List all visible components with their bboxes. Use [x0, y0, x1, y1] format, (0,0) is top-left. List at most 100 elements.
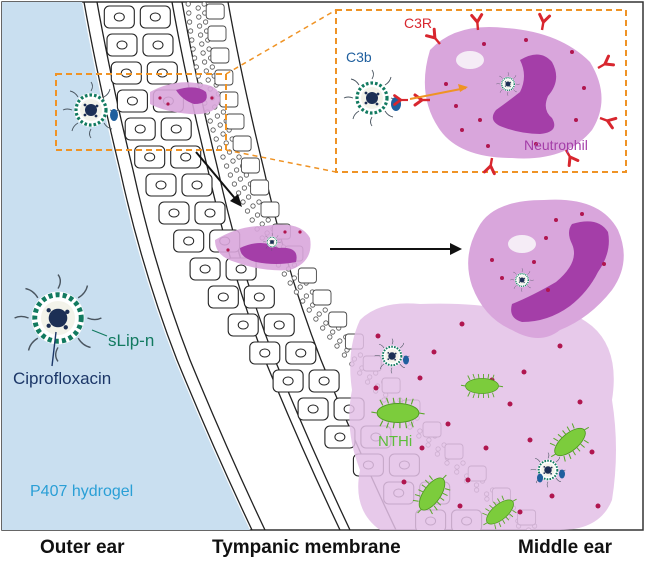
cell-nucleus [199, 264, 211, 274]
tissue-dot [217, 122, 223, 128]
mucosal-cell [328, 311, 348, 328]
epithelial-cell [308, 369, 340, 393]
middle-ear-neutrophil [468, 199, 624, 338]
tissue-dot [320, 325, 326, 331]
migrating-neutrophil-top [150, 82, 221, 115]
cell-nucleus [116, 40, 128, 50]
cell-nucleus [155, 180, 167, 190]
migration-arrow [195, 151, 242, 207]
cell-nucleus [318, 376, 330, 386]
tissue-dot [207, 118, 213, 124]
tissue-dot [243, 172, 249, 178]
epithelial-cell [285, 341, 317, 365]
cell-nucleus [144, 152, 156, 162]
epithelial-cell [263, 313, 295, 337]
to-middle-ear-arrow [330, 243, 462, 255]
tissue-dot [334, 343, 340, 349]
mucosal-cell [297, 267, 317, 284]
migrating-neutrophil-middle [215, 224, 311, 271]
epithelial-cell [243, 285, 275, 309]
epithelial-cell [189, 257, 221, 281]
tympanic-membrane-label: Tympanic membrane [212, 537, 401, 558]
tissue-dot [249, 217, 255, 223]
epithelial-cell [297, 397, 329, 421]
tissue-dot [330, 329, 336, 335]
middle-ear-granules [373, 321, 601, 515]
tissue-dot [185, 2, 191, 7]
mucosal-cell [210, 47, 230, 64]
epithelial-cell [134, 145, 166, 169]
middle-ear-liposomes [373, 337, 567, 489]
nthi-label: NTHi [378, 433, 412, 450]
epithelial-cell [116, 89, 148, 113]
cell-nucleus [307, 404, 319, 414]
cell-nucleus [152, 40, 164, 50]
neutrophil-label: Neutrophil [524, 137, 588, 153]
tissue-dot [200, 50, 206, 56]
tissue-dot [227, 172, 233, 178]
tissue-dot [322, 307, 328, 313]
orange-arrow [409, 84, 468, 100]
tissue-dot [250, 203, 256, 209]
mucosal-cell [250, 179, 270, 196]
tissue-dot [244, 208, 251, 214]
tissue-dot [240, 199, 246, 205]
tissue-dot [265, 217, 271, 223]
cell-nucleus [183, 236, 195, 246]
tissue-dot [203, 68, 209, 74]
tissue-dot [236, 154, 242, 160]
cell-nucleus [149, 12, 161, 22]
tissue-dot [195, 5, 201, 11]
tissue-dot [234, 167, 240, 173]
tissue-dot [303, 293, 309, 299]
mucosal-cell [232, 135, 252, 152]
tissue-dot [192, 55, 198, 61]
tissue-dot [203, 19, 209, 25]
outer-ear-label: Outer ear [40, 537, 125, 558]
liposome-legend [15, 275, 108, 367]
tissue-dot [201, 2, 207, 7]
epithelial-cell [145, 173, 177, 197]
tissue-dot [236, 190, 242, 196]
tissue-dot [209, 64, 215, 70]
epithelial-cell [158, 201, 190, 225]
c3r-label: C3R [404, 15, 432, 31]
tissue-dot [256, 199, 262, 205]
hydrogel-region [2, 2, 250, 530]
mucosal-cell [207, 25, 227, 42]
mucosal-cell [260, 201, 280, 218]
epithelial-cell [160, 117, 192, 141]
cell-nucleus [334, 432, 346, 442]
epithelial-cell [173, 229, 205, 253]
mucosal-cell [312, 289, 332, 306]
epithelial-cell [249, 341, 281, 365]
epithelial-cell [181, 173, 213, 197]
tissue-dot [196, 14, 202, 20]
c3b-label: C3b [346, 49, 372, 65]
tissue-dot [186, 10, 192, 16]
cell-nucleus [217, 292, 229, 302]
tissue-dot [297, 284, 303, 290]
tissue-dot [281, 271, 287, 277]
callout-liposome [342, 68, 410, 128]
cell-nucleus [204, 208, 216, 218]
tissue-dot [323, 320, 329, 326]
cell-nucleus [237, 320, 249, 330]
cell-nucleus [134, 124, 146, 134]
epithelial-cell [139, 5, 171, 29]
liposome-opsonized-top [61, 80, 121, 140]
cell-nucleus [273, 320, 285, 330]
tissue-dot [199, 41, 205, 47]
tissue-dot [341, 352, 347, 358]
tissue-dot [220, 154, 226, 160]
tissue-dot [205, 77, 211, 83]
mucosal-cell [219, 91, 239, 108]
epithelial-cell [272, 369, 304, 393]
tissue-dot [224, 163, 230, 169]
tissue-dot [291, 275, 297, 281]
cell-nucleus [168, 208, 180, 218]
zoom-source-box [55, 73, 227, 151]
tissue-dot [210, 127, 216, 133]
tissue-dot [187, 19, 193, 25]
